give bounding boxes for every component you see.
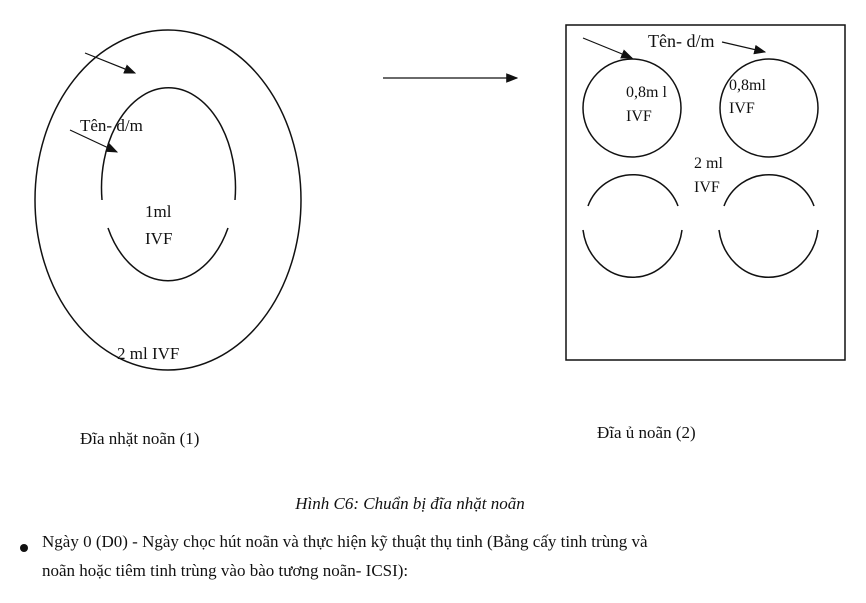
dish1-name-label: Tên- d/m <box>80 116 143 135</box>
collection-dish: Tên- d/m 1ml IVF 2 ml IVF <box>34 29 302 371</box>
well1-volume: 0,8m l <box>626 84 667 101</box>
bullet-text-line2: noãn hoặc tiêm tinh trùng vào bào tương … <box>42 561 409 580</box>
well1-medium: IVF <box>626 108 652 125</box>
figure-title: Hình C6: Chuẩn bị đĩa nhặt noãn <box>295 494 525 513</box>
well-1 <box>582 58 682 158</box>
well-3-bottom-arc <box>582 229 683 278</box>
dish1-inner-medium: IVF <box>145 229 172 248</box>
center-volume: 2 ml <box>694 155 723 172</box>
well-2 <box>719 58 819 158</box>
inner-well-bottom-arc <box>107 227 229 282</box>
dish1-caption: Đĩa nhặt noãn (1) <box>80 429 200 448</box>
dish2-caption: Đĩa ủ noãn (2) <box>597 423 696 442</box>
well-4-bottom-arc <box>718 229 819 278</box>
well-4-top-arc <box>723 174 815 207</box>
bullet-text-line1: Ngày 0 (D0) - Ngày chọc hút noãn và thực… <box>42 532 648 551</box>
inner-well-top-arc <box>100 87 237 201</box>
dish1-inner-volume: 1ml <box>145 202 172 221</box>
arrow-icon <box>69 129 119 153</box>
dish-diagram: Tên- d/m 1ml IVF 2 ml IVF Tên- d/m 0,8m … <box>34 24 846 371</box>
incubation-dish: Tên- d/m 0,8m l IVF 0,8ml IVF 2 ml IVF <box>565 24 846 361</box>
well2-medium: IVF <box>729 100 755 117</box>
arrow-icon <box>721 41 767 55</box>
dish1-outer-label: 2 ml IVF <box>117 344 179 363</box>
arrow-icon <box>582 37 634 59</box>
dish2-name-label: Tên- d/m <box>648 31 714 51</box>
arrow-icon <box>84 52 137 74</box>
dish2-frame <box>565 24 846 361</box>
center-medium: IVF <box>694 179 720 196</box>
well2-volume: 0,8ml <box>729 77 766 94</box>
outer-ring <box>34 29 302 371</box>
bullet-icon <box>20 544 28 552</box>
well-3-top-arc <box>587 174 679 207</box>
